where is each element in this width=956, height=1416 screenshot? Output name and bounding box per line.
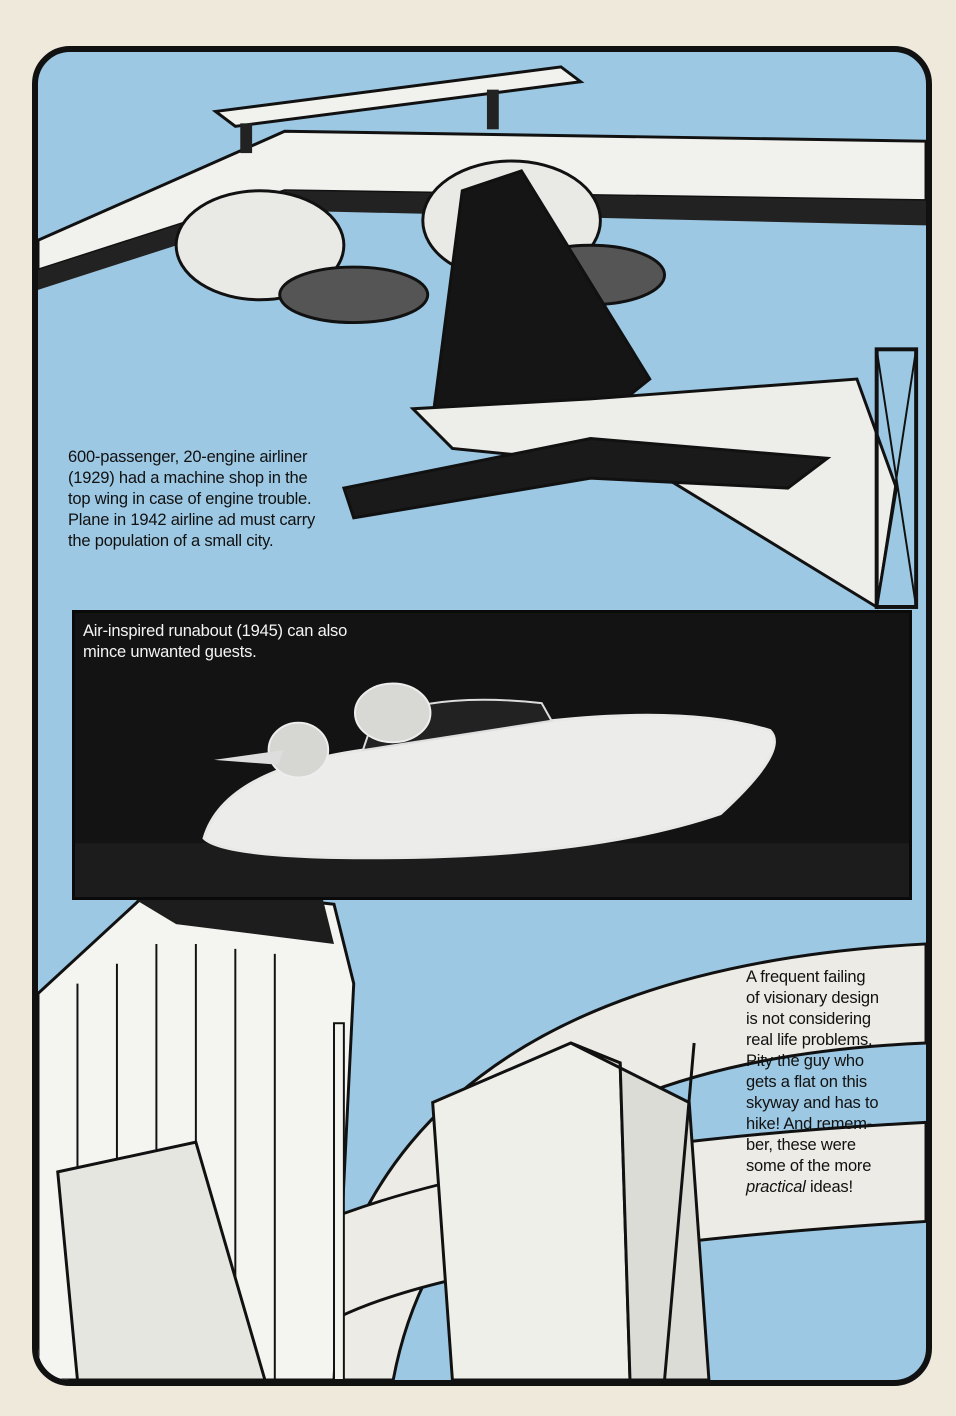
skyway-caption-end: ideas! bbox=[805, 1178, 853, 1196]
skyway-caption-line: is not considering bbox=[746, 1010, 871, 1028]
skyway-caption-line: of visionary design bbox=[746, 989, 879, 1007]
runabout-panel: Air-inspired runabout (1945) can also mi… bbox=[72, 610, 912, 900]
skyway-caption-emphasis: practical bbox=[746, 1178, 806, 1196]
skyway-caption-line: ber, these were bbox=[746, 1136, 856, 1154]
skyway-caption-line: A frequent failing bbox=[746, 968, 866, 986]
skyway-caption-line: real life problems. bbox=[746, 1031, 873, 1049]
skyway-caption-line: Pity the guy who bbox=[746, 1052, 864, 1070]
skyway-caption: A frequent failing of visionary design i… bbox=[746, 967, 916, 1198]
airliner-illustration bbox=[38, 65, 926, 1380]
runabout-caption: Air-inspired runabout (1945) can also mi… bbox=[83, 622, 348, 661]
skyway-caption-line: some of the more bbox=[746, 1157, 872, 1175]
airliner-caption: 600-passenger, 20-engine airliner (1929)… bbox=[68, 448, 316, 550]
runabout-illustration bbox=[75, 682, 909, 897]
skyway-caption-line: hike! And remem- bbox=[746, 1115, 873, 1133]
comic-page-frame: 600-passenger, 20-engine airliner (1929)… bbox=[32, 46, 932, 1386]
skyway-caption-line: skyway and has to bbox=[746, 1094, 879, 1112]
skyway-caption-line: gets a flat on this bbox=[746, 1073, 867, 1091]
